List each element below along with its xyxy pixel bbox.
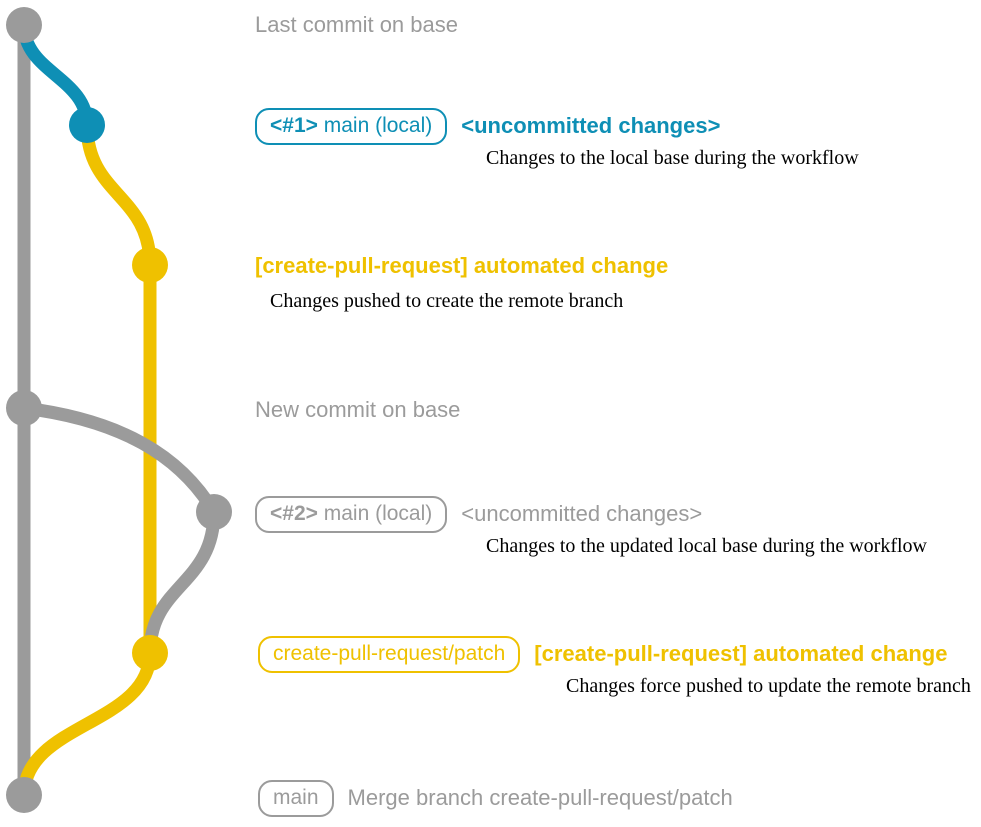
commit-subject-remote-1: [create-pull-request] automated change: [255, 253, 669, 278]
ref-badge-main[interactable]: main: [258, 780, 334, 817]
commit-description-local-1: Changes to the local base during the wor…: [486, 147, 859, 169]
ref-badge-name-3: create-pull-request/patch: [273, 642, 506, 665]
commit-subject-local-2: <uncommitted changes>: [461, 501, 703, 526]
edge-local-1-to-remote-1: [80, 118, 157, 272]
commit-description-remote-2: Changes force pushed to update the remot…: [566, 675, 971, 697]
row-remote-commit-1: [create-pull-request] automated change: [255, 255, 668, 277]
commit-node-base-1[interactable]: [6, 7, 42, 43]
row-last-commit-on-base: Last commit on base: [255, 14, 458, 36]
row-local-commit-2: <#2> main (local) <uncommitted changes>: [255, 496, 702, 533]
edge-remote-2-to-merge: [17, 646, 157, 802]
edge-local-2-to-remote-2: [143, 505, 221, 660]
commit-node-base-2[interactable]: [6, 390, 42, 426]
commit-node-remote-1[interactable]: [132, 247, 168, 283]
ref-badge-index-1: <#1>: [270, 114, 318, 137]
ref-badge-index-2: <#2>: [270, 502, 318, 525]
row-local-commit-1: <#1> main (local) <uncommitted changes>: [255, 108, 720, 145]
commit-subject-local-1: <uncommitted changes>: [461, 113, 721, 138]
commit-node-local-1[interactable]: [69, 107, 105, 143]
commit-node-local-2[interactable]: [196, 494, 232, 530]
ref-badge-main-local-2[interactable]: <#2> main (local): [255, 496, 448, 533]
base-commit-heading-2: New commit on base: [255, 397, 461, 422]
row-merge-commit: main Merge branch create-pull-request/pa…: [258, 780, 733, 817]
row-new-commit-on-base: New commit on base: [255, 399, 460, 421]
row-remote-commit-2: create-pull-request/patch [create-pull-r…: [258, 636, 947, 673]
commit-subject-merge: Merge branch create-pull-request/patch: [347, 785, 733, 810]
ref-badge-name-1: main (local): [317, 114, 433, 137]
commit-node-base-3[interactable]: [6, 777, 42, 813]
ref-badge-name-2: main (local): [317, 502, 433, 525]
ref-badge-name-4: main: [273, 786, 319, 809]
ref-badge-main-local-1[interactable]: <#1> main (local): [255, 108, 448, 145]
commit-subject-remote-2: [create-pull-request] automated change: [534, 641, 948, 666]
ref-badge-create-pull-request-patch[interactable]: create-pull-request/patch: [258, 636, 521, 673]
base-commit-heading: Last commit on base: [255, 12, 458, 37]
commit-node-remote-2[interactable]: [132, 635, 168, 671]
commit-description-remote-1: Changes pushed to create the remote bran…: [270, 290, 624, 312]
edge-base-2-to-local-2: [17, 401, 221, 519]
commit-description-local-2: Changes to the updated local base during…: [486, 535, 927, 557]
